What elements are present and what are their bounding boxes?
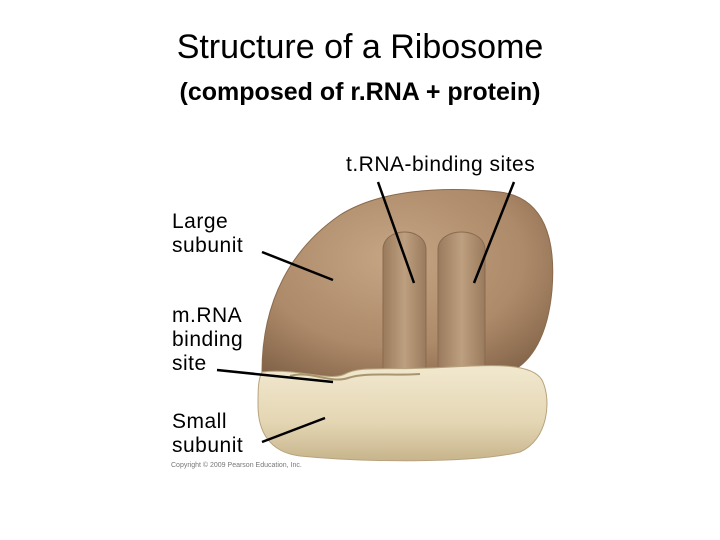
mrna-groove	[289, 373, 421, 381]
copyright-notice: Copyright © 2009 Pearson Education, Inc.	[171, 462, 302, 469]
small-subunit-leader	[261, 416, 326, 444]
large-subunit-leader	[261, 250, 334, 282]
page-title: Structure of a Ribosome	[176, 28, 544, 66]
trna-leader-left	[376, 181, 416, 284]
mrna-label-line1: m.RNA	[172, 304, 243, 327]
small-subunit-shape	[257, 365, 548, 462]
trna-leader-right	[472, 181, 516, 284]
mrna-label-line3: site	[172, 352, 207, 375]
large-subunit-label: Large subunit	[172, 210, 243, 258]
trna-site-left	[382, 231, 427, 377]
small-subunit-label: Small subunit	[172, 410, 243, 458]
trna-site-right	[437, 231, 486, 377]
mrna-label-line2: binding	[172, 328, 244, 351]
mrna-binding-site-label: m.RNA binding site	[172, 304, 243, 376]
page-subtitle: (composed of r.RNA + protein)	[179, 78, 541, 106]
large-subunit-label-line2: subunit	[172, 234, 244, 257]
large-subunit-label-line1: Large	[172, 210, 229, 233]
trna-binding-sites-label: t.RNA-binding sites	[346, 153, 536, 176]
small-subunit-label-line1: Small	[172, 410, 228, 433]
small-subunit-label-line2: subunit	[172, 434, 244, 457]
mrna-leader	[216, 368, 334, 384]
